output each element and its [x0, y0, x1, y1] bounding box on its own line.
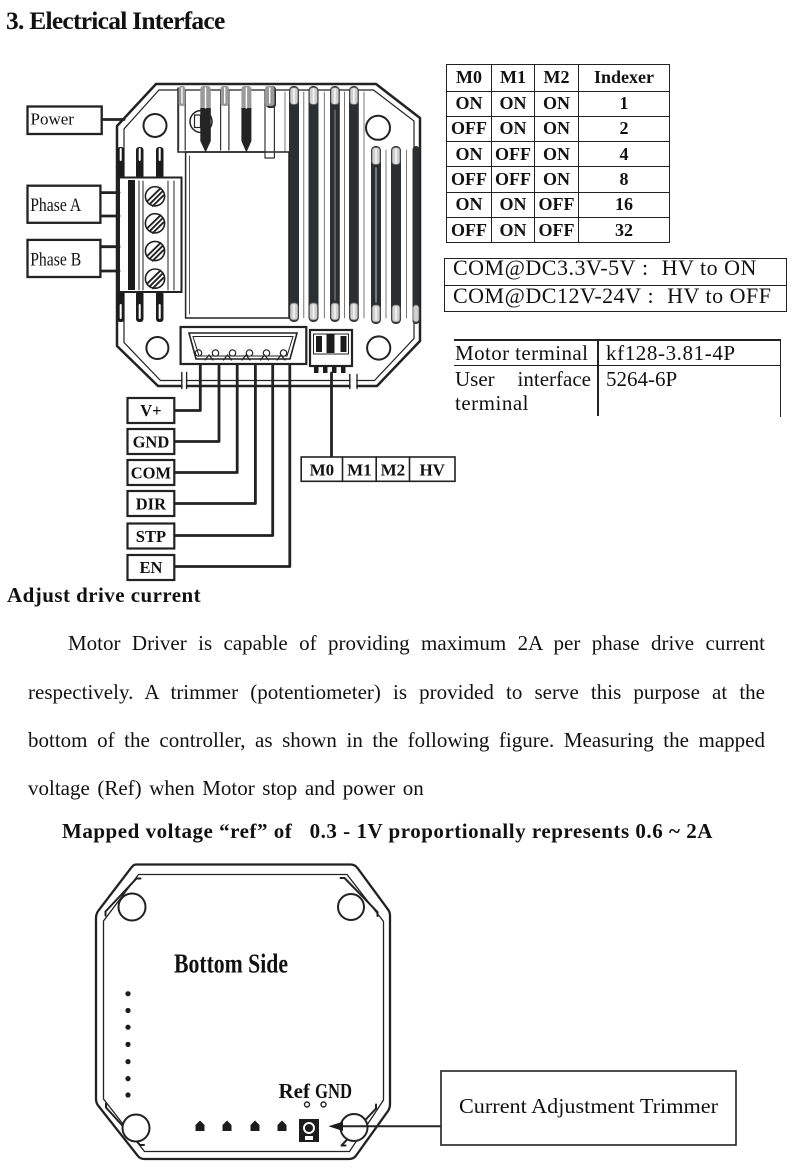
- svg-text:M0: M0: [310, 461, 335, 480]
- svg-text:COM: COM: [131, 464, 172, 483]
- svg-text:Ref: Ref: [279, 1079, 311, 1103]
- svg-text:V+: V+: [140, 401, 161, 420]
- svg-text:M1: M1: [347, 461, 372, 480]
- svg-text:M2: M2: [381, 461, 406, 480]
- svg-text:STP: STP: [136, 527, 166, 546]
- svg-text:Power: Power: [31, 110, 75, 129]
- svg-text:EN: EN: [139, 558, 162, 577]
- svg-text:GND: GND: [133, 433, 170, 452]
- svg-text:Phase B: Phase B: [30, 250, 81, 271]
- svg-text:Phase A: Phase A: [30, 195, 81, 216]
- svg-text:Current Adjustment Trimmer: Current Adjustment Trimmer: [459, 1094, 718, 1118]
- svg-text:HV: HV: [419, 461, 445, 480]
- svg-text:Bottom Side: Bottom Side: [174, 949, 288, 979]
- svg-text:GND: GND: [315, 1079, 352, 1103]
- svg-text:DIR: DIR: [136, 495, 167, 514]
